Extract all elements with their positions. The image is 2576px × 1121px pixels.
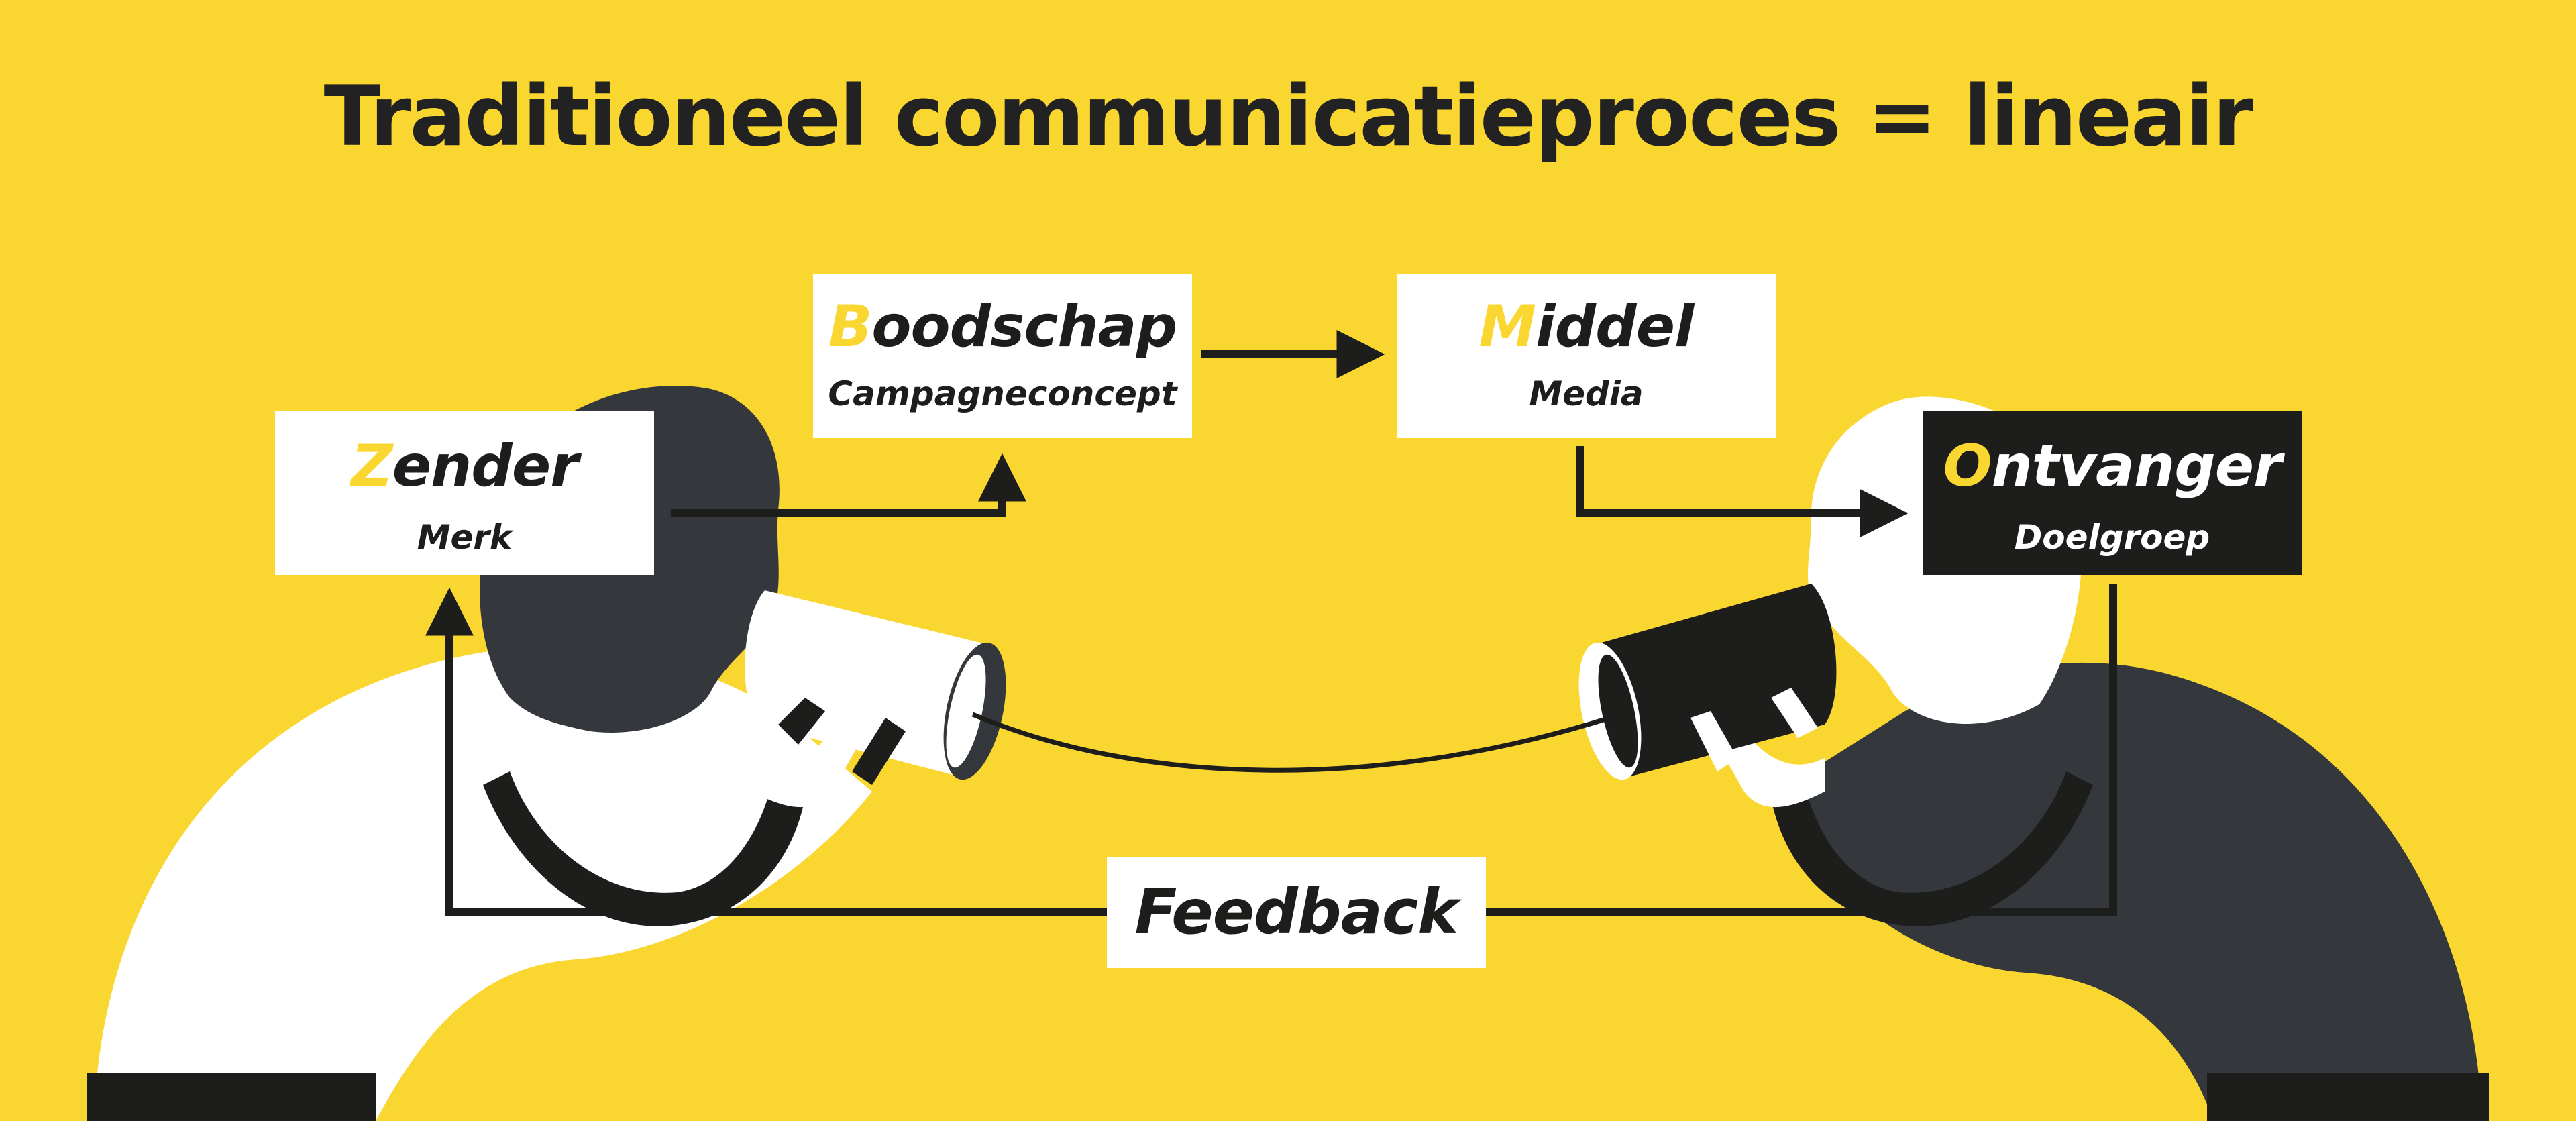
right-person-belt — [2207, 1073, 2489, 1121]
node-boodschap-sublabel: Campagneconcept — [828, 374, 1177, 413]
right-tin-can-icon — [1578, 584, 1837, 780]
left-person-collar — [463, 671, 577, 763]
right-person-body — [1778, 662, 2482, 1121]
node-zender-initial: Z — [351, 433, 392, 500]
right-person-arm — [1771, 771, 2093, 926]
node-ontvanger-rest: ntvanger — [1991, 433, 2282, 500]
node-middel: Middel Media — [1397, 274, 1776, 438]
left-tin-can-icon — [745, 590, 1006, 785]
left-person-sleeve — [751, 731, 859, 808]
node-ontvanger-sublabel: Doelgroep — [2014, 518, 2210, 557]
node-middel-label: Middel — [1397, 298, 1776, 356]
left-person-body — [94, 647, 872, 1121]
node-zender-rest: ender — [392, 433, 579, 500]
node-feedback-label: Feedback — [1134, 876, 1458, 948]
arrow-zender-to-boodschap — [671, 453, 1026, 517]
right-person-collar — [1979, 671, 2086, 763]
arrow-middel-to-ontvanger — [1576, 446, 1909, 537]
node-boodschap-initial: B — [828, 293, 873, 360]
left-person-arm — [483, 771, 805, 926]
node-boodschap: Boodschap Campagneconcept — [813, 274, 1192, 438]
right-person-sleeve — [1717, 731, 1825, 808]
node-zender: Zender Merk — [275, 411, 654, 575]
node-zender-sublabel: Merk — [417, 518, 513, 557]
node-feedback: Feedback — [1107, 857, 1486, 968]
node-zender-label: Zender — [275, 437, 654, 495]
node-ontvanger-initial: O — [1943, 433, 1992, 500]
diagram-title: Traditioneel communicatieproces = lineai… — [323, 68, 2254, 165]
left-person-belt — [87, 1073, 376, 1121]
node-middel-sublabel: Media — [1529, 374, 1644, 413]
node-boodschap-rest: oodschap — [871, 293, 1177, 360]
node-middel-initial: M — [1479, 293, 1537, 360]
node-middel-rest: iddel — [1536, 293, 1694, 360]
tin-can-string — [971, 712, 1611, 773]
node-ontvanger-label: Ontvanger — [1923, 437, 2302, 495]
node-boodschap-label: Boodschap — [813, 298, 1192, 356]
node-ontvanger: Ontvanger Doelgroep — [1923, 411, 2302, 575]
